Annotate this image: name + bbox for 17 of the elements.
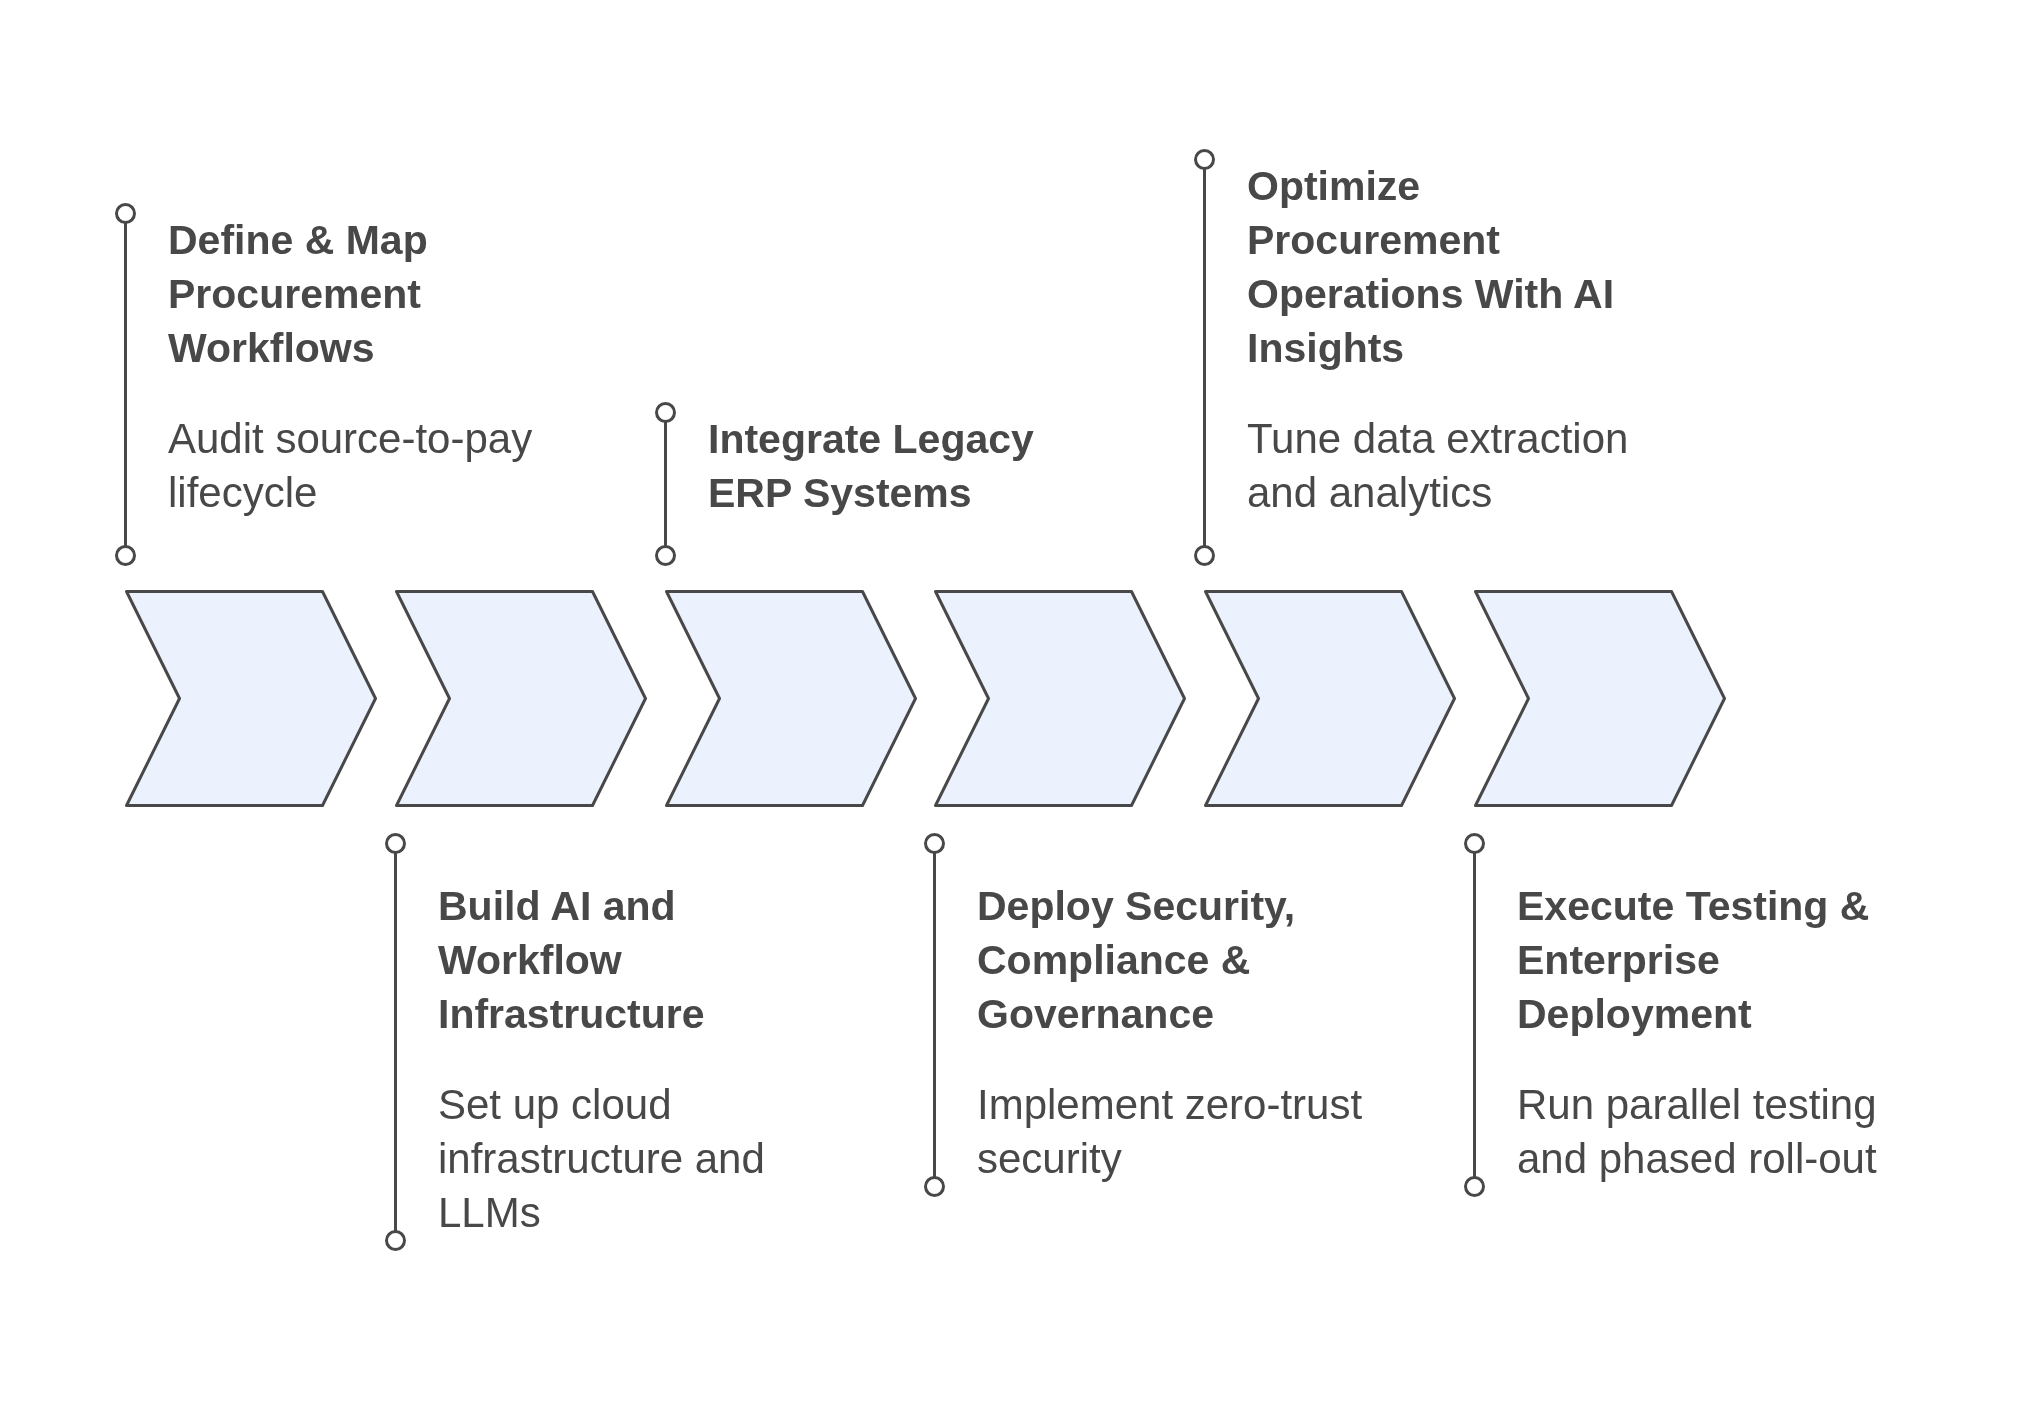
step-description: Implement zero-trust security bbox=[977, 1080, 1364, 1184]
chevron-step bbox=[125, 590, 377, 807]
step-title: Execute Testing & Enterprise Deployment bbox=[1517, 882, 1871, 1039]
chevron-step bbox=[395, 590, 647, 807]
step-description: Tune data extraction and analytics bbox=[1247, 414, 1630, 518]
chevron-step bbox=[665, 590, 917, 807]
step-title: Build AI and Workflow Infrastructure bbox=[438, 882, 706, 1039]
chevron-step bbox=[934, 590, 1186, 807]
step-title: Deploy Security, Compliance & Governance bbox=[977, 882, 1297, 1039]
step-title: Optimize Procurement Operations With AI Insights bbox=[1247, 162, 1616, 373]
chevron-step bbox=[1204, 590, 1456, 807]
step-title: Define & Map Procurement Workflows bbox=[168, 216, 429, 373]
step-description: Run parallel testing and phased roll-out bbox=[1517, 1080, 1878, 1184]
step-description: Set up cloud infrastructure and LLMs bbox=[438, 1080, 766, 1238]
step-title: Integrate Legacy ERP Systems bbox=[708, 415, 1035, 518]
step-description: Audit source-to-pay lifecycle bbox=[168, 414, 534, 518]
chevron-step bbox=[1474, 590, 1726, 807]
